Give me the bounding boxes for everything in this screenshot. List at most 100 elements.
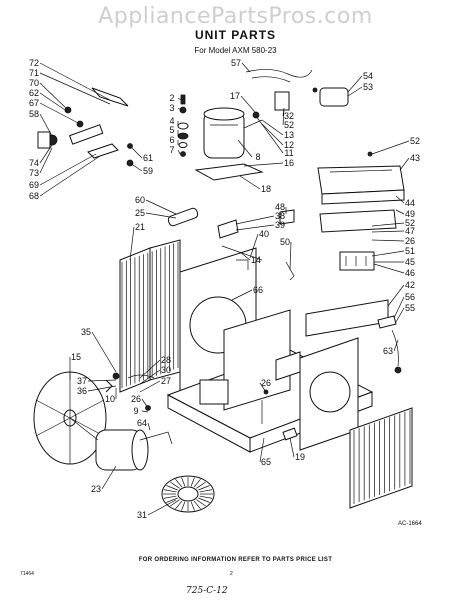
leader-line — [39, 155, 101, 197]
callout-72: 72 — [29, 58, 39, 68]
leader-line — [255, 115, 284, 154]
callout-44: 44 — [405, 198, 415, 208]
leader-line — [39, 144, 53, 164]
callout-60: 60 — [135, 195, 145, 205]
leader-line — [289, 437, 295, 458]
blower-wheel — [161, 475, 215, 513]
leader-line — [259, 382, 267, 393]
ordering-note: FOR ORDERING INFORMATION REFER TO PARTS … — [138, 557, 333, 563]
small-hardware — [105, 209, 402, 441]
leader-line — [347, 86, 363, 97]
callout-73: 73 — [29, 168, 39, 178]
wheel-blade — [196, 499, 206, 507]
callout-65: 65 — [261, 457, 271, 467]
leader-line — [347, 75, 363, 93]
callout-9: 9 — [133, 406, 138, 416]
leader-line — [249, 233, 259, 259]
callout-54: 54 — [363, 71, 373, 81]
leader-line — [147, 499, 177, 516]
leader-line — [177, 97, 182, 101]
callout-36: 36 — [77, 386, 87, 396]
leader-line — [387, 284, 405, 307]
leader-line — [129, 145, 143, 159]
leader-line — [282, 109, 285, 126]
control-bracket — [37, 87, 134, 167]
callout-27: 27 — [161, 376, 171, 386]
handwritten-note: 725-C-12 — [186, 586, 228, 596]
callout-10: 10 — [105, 394, 115, 404]
callout-3: 3 — [169, 103, 174, 113]
wheel-blade — [193, 479, 201, 488]
leader-line — [129, 226, 135, 261]
callout-52: 52 — [405, 218, 415, 228]
leader-line — [239, 251, 251, 261]
leader-line — [39, 147, 53, 174]
leader-line — [129, 162, 143, 172]
callout-labels: 7271706267586968737423456761591785732521… — [29, 58, 420, 520]
wheel-blade — [170, 481, 180, 489]
diagram-subtitle: For Model AXM 580-23 — [194, 46, 277, 55]
wheel-blade — [175, 500, 183, 509]
callout-61: 61 — [143, 153, 153, 163]
leader-line — [39, 82, 69, 111]
callout-11: 11 — [284, 148, 293, 158]
leader-line — [141, 398, 149, 409]
callout-57: 57 — [231, 58, 241, 68]
callout-2: 2 — [169, 93, 174, 103]
wheel-blade — [181, 501, 186, 511]
callout-30: 30 — [161, 365, 171, 375]
wheel-blade — [181, 477, 186, 487]
leader-line — [147, 422, 151, 431]
leader-line — [371, 140, 410, 155]
leader-line — [139, 369, 161, 385]
callout-25: 25 — [135, 208, 145, 218]
callout-53: 53 — [363, 82, 373, 92]
callout-43: 43 — [410, 153, 420, 163]
callout-55: 55 — [405, 303, 415, 313]
callout-69: 69 — [29, 180, 39, 190]
fan-motor — [69, 417, 173, 471]
leader-line — [371, 222, 405, 227]
callout-17: 17 — [230, 91, 240, 101]
wheel-blade — [163, 495, 177, 499]
leader-line — [373, 263, 405, 274]
callout-14: 14 — [251, 255, 261, 265]
screw-stack — [177, 94, 189, 157]
leader-line — [177, 107, 182, 111]
leader-line — [282, 107, 285, 117]
callout-4: 4 — [169, 116, 174, 126]
wheel-blade — [190, 501, 195, 511]
leader-line — [39, 102, 81, 125]
callout-52: 52 — [284, 120, 294, 130]
callout-26: 26 — [261, 378, 271, 388]
condenser-shroud — [275, 337, 359, 451]
leader-line — [393, 296, 405, 319]
callout-21: 21 — [135, 222, 145, 232]
callout-52: 52 — [410, 136, 420, 146]
wheel-blade — [166, 497, 178, 503]
callout-8: 8 — [255, 152, 260, 162]
compressor — [194, 107, 264, 181]
leader-line — [289, 241, 292, 271]
callout-26: 26 — [405, 236, 415, 246]
callout-18: 18 — [261, 184, 271, 194]
leader-line — [145, 199, 177, 215]
callout-13: 13 — [284, 130, 294, 140]
callout-23: 23 — [91, 484, 101, 494]
leader-line — [91, 331, 117, 373]
callout-56: 56 — [405, 292, 415, 302]
switch-block — [305, 251, 389, 337]
leader-line — [235, 215, 275, 225]
callout-74: 74 — [29, 158, 39, 168]
leader-line — [231, 289, 253, 301]
wheel-blade — [166, 485, 178, 491]
leader-line — [371, 250, 405, 257]
leader-line — [261, 123, 284, 146]
leader-line — [39, 72, 111, 105]
wheel-blade — [196, 481, 206, 489]
callout-leaders — [39, 62, 410, 516]
wheel-blade — [193, 500, 201, 509]
leader-line — [371, 230, 405, 233]
wheel-blade — [163, 489, 177, 493]
